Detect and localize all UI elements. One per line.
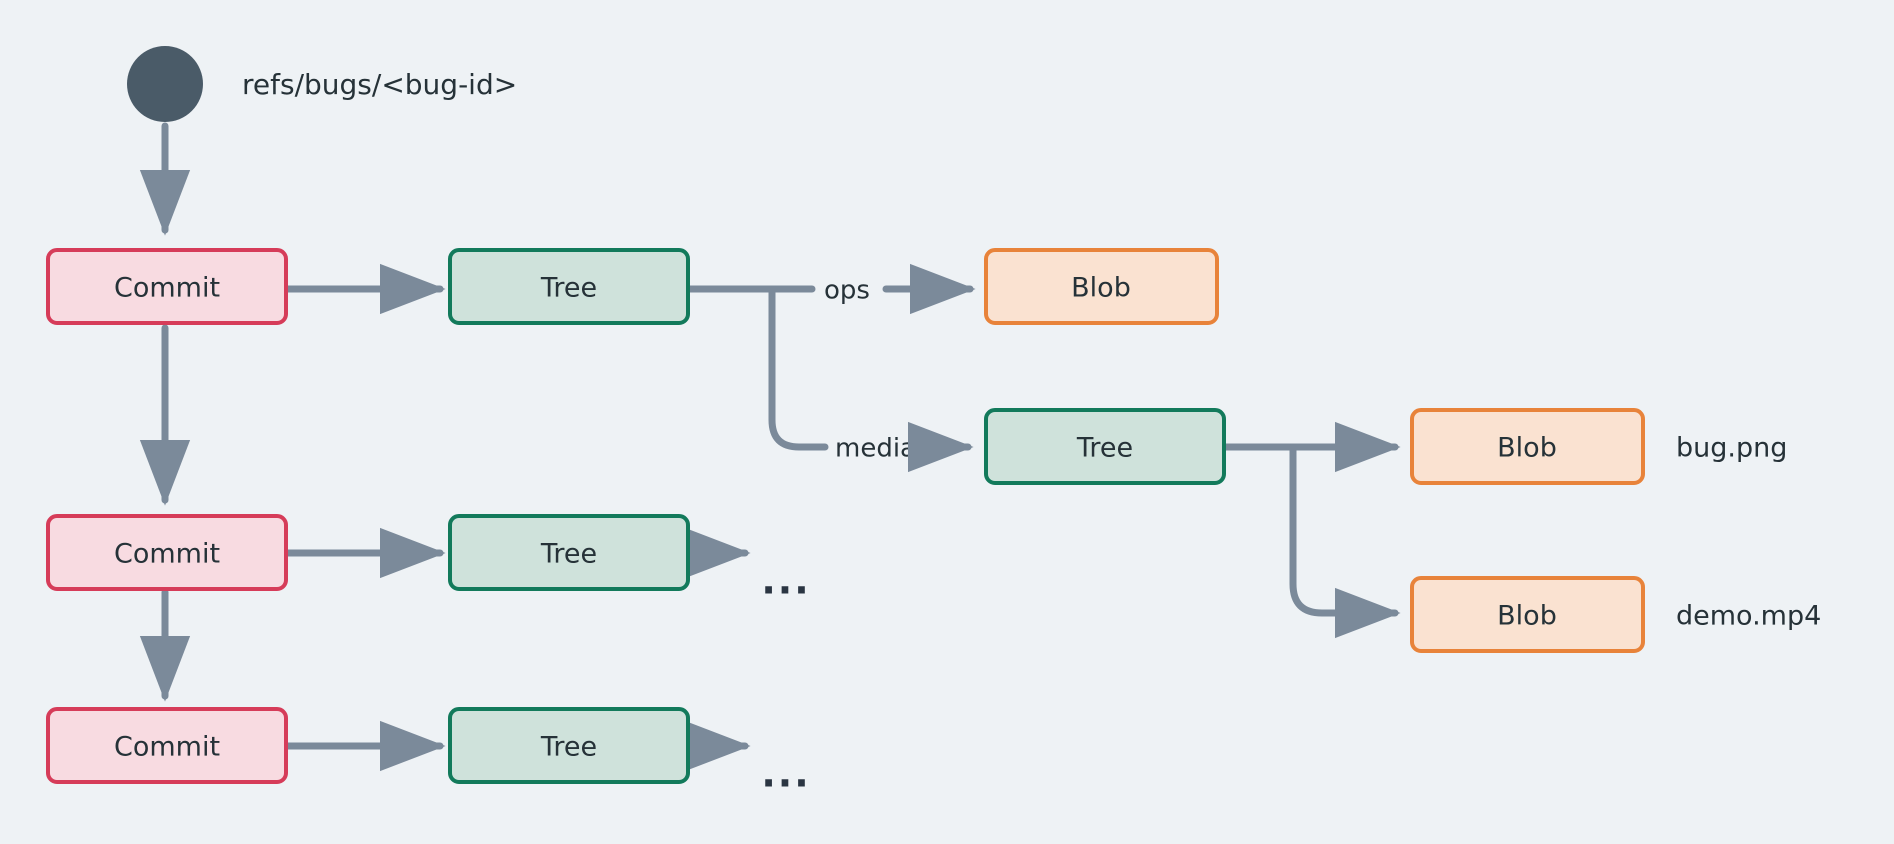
node-commit-3-box[interactable] (46, 707, 288, 784)
node-commit-1-box[interactable] (46, 248, 288, 325)
node-tree-3[interactable]: Tree (448, 707, 690, 784)
edge-label-media: media (835, 434, 916, 464)
node-blob-demo-mp4-label: Blob (1497, 601, 1557, 632)
ref-node-label: refs/bugs/<bug-id> (242, 68, 517, 101)
node-blob-ops-label: Blob (1071, 273, 1131, 304)
side-label-demo-mp4: demo.mp4 (1676, 601, 1821, 632)
node-tree-3-label: Tree (540, 732, 597, 763)
node-blob-ops[interactable]: Blob (984, 248, 1219, 325)
node-tree-1[interactable]: Tree (448, 248, 690, 325)
node-commit-1[interactable]: Commit (46, 248, 288, 325)
node-blob-demo-mp4[interactable]: Blob (1410, 576, 1645, 653)
node-tree-3-box[interactable] (448, 707, 690, 784)
edge-label-ops: ops (824, 276, 870, 306)
node-blob-bug-png-box[interactable] (1410, 408, 1645, 485)
node-tree-2-box[interactable] (448, 514, 690, 591)
node-blob-demo-mp4-box[interactable] (1410, 576, 1645, 653)
node-tree-2-label: Tree (540, 539, 597, 570)
ellipsis-tree-3-more: ... (761, 752, 810, 796)
node-tree-1-label: Tree (540, 273, 597, 304)
node-tree-1-box[interactable] (448, 248, 690, 325)
ref-node-circle[interactable] (127, 46, 203, 122)
node-commit-3[interactable]: Commit (46, 707, 288, 784)
node-commit-2-label: Commit (114, 539, 220, 570)
node-commit-3-label: Commit (114, 732, 220, 763)
node-commit-2-box[interactable] (46, 514, 288, 591)
edge-tree-1-to-media-label (768, 285, 829, 451)
node-commit-2[interactable]: Commit (46, 514, 288, 591)
node-blob-bug-png[interactable]: Blob (1410, 408, 1645, 485)
node-commit-1-label: Commit (114, 273, 220, 304)
node-tree-2[interactable]: Tree (448, 514, 690, 591)
node-tree-media-label: Tree (1076, 433, 1133, 464)
edge-media-tree-to-blob-mp4 (1289, 443, 1401, 639)
node-tree-media-box[interactable] (984, 408, 1226, 485)
ellipsis-tree-2-more: ... (761, 559, 810, 603)
node-blob-bug-png-label: Blob (1497, 433, 1557, 464)
side-label-bug-png: bug.png (1676, 433, 1787, 464)
node-blob-ops-box[interactable] (984, 248, 1219, 325)
node-tree-media[interactable]: Tree (984, 408, 1226, 485)
